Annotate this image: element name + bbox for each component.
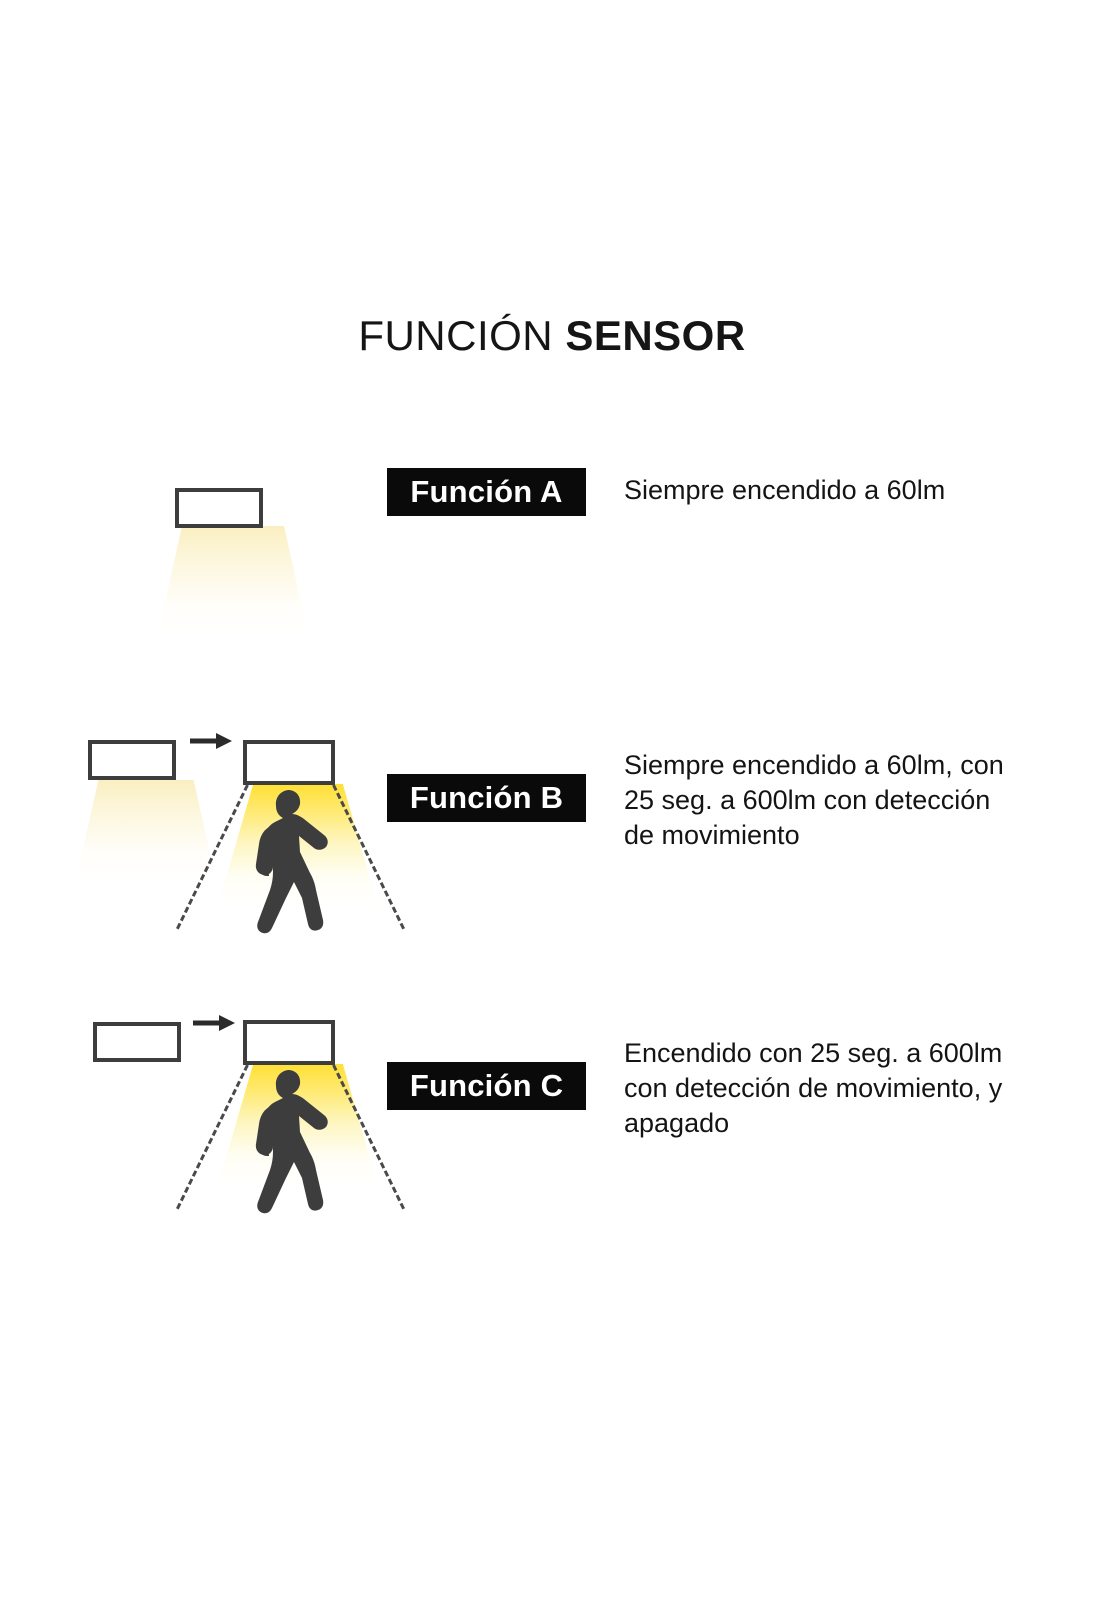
- lamp-fixture-dim-icon: [88, 740, 176, 780]
- description-function-a: Siempre encendido a 60lm: [624, 475, 946, 505]
- lamp-fixture-bright-icon: [243, 740, 335, 785]
- function-row-b: [0, 700, 1104, 960]
- arrow-right-icon: [193, 1012, 235, 1034]
- illustration-function-a: [60, 440, 380, 700]
- lamp-fixture-off-icon: [93, 1022, 181, 1062]
- walking-person-icon: [242, 786, 342, 936]
- page-title-bold: SENSOR: [565, 312, 746, 359]
- description-function-c: Encendido con 25 seg. a 600lm con detecc…: [624, 1038, 1003, 1138]
- illustration-function-c: [60, 980, 405, 1240]
- badge-function-c-label: Función C: [409, 1068, 564, 1103]
- function-row-a: [0, 440, 1104, 700]
- description-function-b: Siempre encendido a 60lm, con 25 seg. a …: [624, 750, 1004, 850]
- arrow-right-icon: [190, 730, 232, 752]
- badge-function-b: Función B: [387, 774, 586, 822]
- function-row-c: [0, 980, 1104, 1240]
- light-cone-dim-icon: [76, 780, 216, 880]
- illustration-function-b: [60, 700, 405, 960]
- lamp-fixture-icon: [175, 488, 263, 528]
- badge-function-c: Función C: [387, 1062, 586, 1110]
- page-title: FUNCIÓN SENSOR: [0, 312, 1104, 360]
- walking-person-icon: [242, 1066, 342, 1216]
- badge-function-a-label: Función A: [410, 474, 563, 509]
- lamp-fixture-bright-icon: [243, 1020, 335, 1065]
- page-title-light: FUNCIÓN: [358, 312, 566, 359]
- badge-function-a: Función A: [387, 468, 586, 516]
- badge-function-b-label: Función B: [409, 780, 564, 815]
- light-cone-dim-icon: [158, 526, 308, 634]
